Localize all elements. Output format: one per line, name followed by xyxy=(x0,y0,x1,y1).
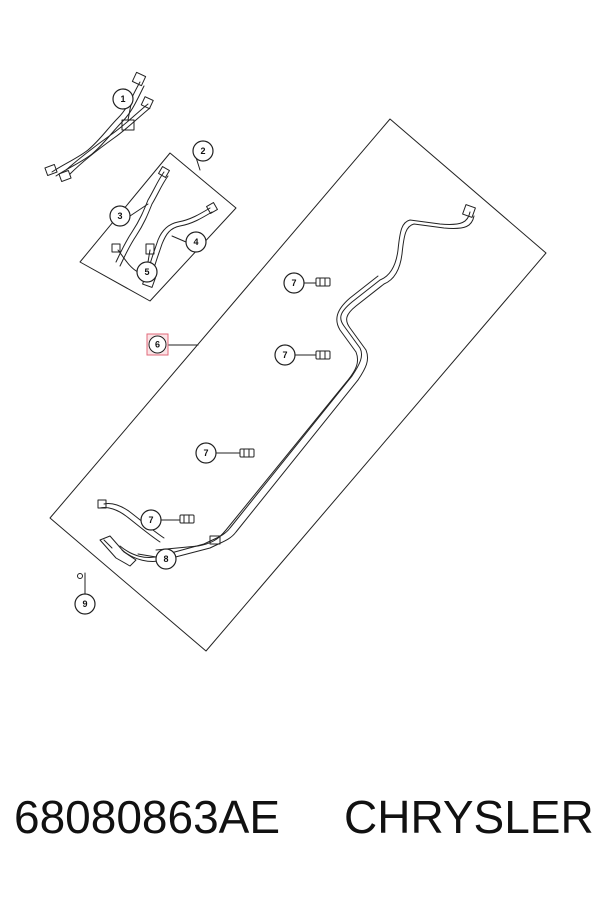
callout-4: 4 xyxy=(185,231,207,253)
callout-6[interactable]: 6 xyxy=(146,333,169,356)
callout-1: 1 xyxy=(112,88,134,110)
callout-1-label: 1 xyxy=(120,94,125,104)
callout-4-label: 4 xyxy=(193,237,198,247)
callout-2-label: 2 xyxy=(200,146,205,156)
main-assembly-outline xyxy=(49,118,547,652)
fastener-item-9 xyxy=(77,572,86,581)
callout-7a-label: 7 xyxy=(291,278,296,288)
harness-item-1 xyxy=(44,71,154,182)
callout-9: 9 xyxy=(74,593,96,615)
callout-7d: 7 xyxy=(140,509,162,531)
callout-2: 2 xyxy=(192,140,214,162)
callout-5-label: 5 xyxy=(144,267,149,277)
harness-subassembly xyxy=(111,166,218,288)
callout-3: 3 xyxy=(109,205,131,227)
bracket-item-8 xyxy=(99,535,137,567)
part-number: 68080863AE xyxy=(14,791,281,843)
subassembly-outline xyxy=(79,152,237,302)
callout-9-label: 9 xyxy=(82,599,87,609)
brand-name: CHRYSLER xyxy=(344,791,594,843)
parts-diagram: 1 2 3 4 5 6 7 7 7 7 8 9 xyxy=(44,71,547,652)
callout-5: 5 xyxy=(136,261,158,283)
callout-6-label: 6 xyxy=(155,340,160,350)
callout-7b: 7 xyxy=(274,344,296,366)
callout-8-label: 8 xyxy=(163,554,168,564)
callout-7b-label: 7 xyxy=(282,350,287,360)
clip-item-7a xyxy=(315,277,331,287)
callout-7d-label: 7 xyxy=(148,515,153,525)
clip-item-7b xyxy=(315,350,331,360)
callout-8: 8 xyxy=(155,548,177,570)
clip-item-7c xyxy=(239,448,255,458)
callout-7a: 7 xyxy=(283,272,305,294)
callout-7c-label: 7 xyxy=(203,448,208,458)
clip-item-7d xyxy=(179,514,195,524)
footer: 68080863AE CHRYSLER xyxy=(0,790,600,870)
main-tube-lines xyxy=(97,204,476,563)
callout-3-label: 3 xyxy=(117,211,122,221)
callout-7c: 7 xyxy=(195,442,217,464)
leader-lines xyxy=(84,98,317,595)
